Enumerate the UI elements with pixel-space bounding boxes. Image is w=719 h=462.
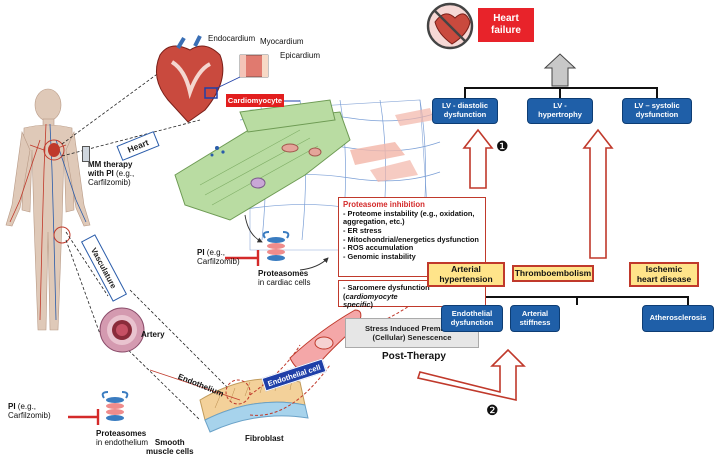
arrow-path1 bbox=[462, 128, 494, 189]
sarcomere-box: - Sarcomere dysfunction (cardiomyocyte s… bbox=[338, 280, 486, 309]
vessel-wall-illustration bbox=[199, 344, 331, 433]
inhibition-item: - ROS accumulation bbox=[343, 243, 414, 253]
post-therapy-label: Post-Therapy bbox=[382, 351, 446, 362]
path-number-1: ❶ bbox=[496, 138, 509, 154]
zoom-dashed-lines bbox=[61, 71, 236, 421]
fibroblast-label: Fibroblast bbox=[245, 434, 284, 443]
inhibition-item: - ER stress bbox=[343, 225, 382, 235]
proteasomes-cardiac-label: Proteasomes in cardiac cells bbox=[258, 269, 311, 288]
lv-hypertrophy-box: LV - hypertrophy bbox=[527, 98, 593, 124]
heart-failure-box: Heart failure bbox=[478, 8, 534, 42]
lv-bracket bbox=[464, 87, 658, 98]
proteasome-endothelium-icon bbox=[101, 391, 129, 421]
thromboembolism-box: Thromboembolism bbox=[512, 265, 594, 282]
arterial-hypertension-box: Arterial hypertension bbox=[427, 262, 505, 287]
atherosclerosis-box: Atherosclerosis bbox=[642, 305, 714, 332]
human-body-figure bbox=[5, 88, 91, 331]
epicardium-label: Epicardium bbox=[280, 51, 321, 60]
inhibition-item: - Mitochondrial/energetics dysfunction bbox=[343, 234, 479, 244]
heart-wall-layers bbox=[216, 54, 269, 89]
artery-label: Artery bbox=[141, 330, 165, 339]
syringe-icon bbox=[82, 146, 90, 162]
proteasomes-endothelium-label: Proteasomes in endothelium bbox=[96, 429, 149, 448]
inhibition-title: Proteasome inhibition bbox=[343, 200, 425, 209]
heart-illustration bbox=[155, 35, 224, 123]
arrow-path2 bbox=[416, 348, 526, 401]
lv-systolic-box: LV – systolic dysfunction bbox=[622, 98, 692, 124]
cardiomyocyte-tag: Cardiomyocyte bbox=[226, 94, 284, 107]
myocardium-label: Myocardium bbox=[260, 37, 304, 46]
inhibition-item: - Proteome instability (e.g., oxidation,… bbox=[343, 208, 475, 227]
proteasome-inhibition-box: Proteasome inhibition - Proteome instabi… bbox=[338, 197, 486, 277]
pi-cardiac-label: PI (e.g., Carfilzomib) bbox=[197, 248, 240, 267]
cardiac-tissue-illustration bbox=[174, 99, 441, 251]
pi-endothelium-label: PI (e.g., Carfilzomib) bbox=[8, 402, 51, 421]
endocardium-label: Endocardium bbox=[208, 34, 256, 43]
proteasome-cardiac-icon bbox=[262, 231, 290, 261]
heart-failure-icon bbox=[426, 2, 474, 50]
endothelial-dysfunction-box: Endothelial dysfunction bbox=[441, 305, 503, 332]
body-heart-icon bbox=[48, 143, 60, 157]
artery-illustration bbox=[99, 307, 145, 353]
mm-therapy-label: MM therapy with PI (e.g., Carfilzomib) bbox=[88, 160, 135, 188]
smooth-muscle-label: Smooth muscle cells bbox=[146, 438, 194, 457]
lv-diastolic-box: LV - diastolic dysfunction bbox=[432, 98, 498, 124]
ischemic-heart-disease-box: Ischemic heart disease bbox=[629, 262, 699, 287]
arrow-vascular-up bbox=[582, 128, 614, 259]
senescence-box: Stress Induced Premature (Cellular) Sene… bbox=[345, 318, 479, 348]
arterial-stiffness-box: Arterial stiffness bbox=[510, 305, 560, 332]
inhibition-item: - Genomic instability bbox=[343, 251, 416, 261]
path-number-2: ❷ bbox=[486, 402, 499, 418]
progression-arrow bbox=[543, 53, 577, 87]
